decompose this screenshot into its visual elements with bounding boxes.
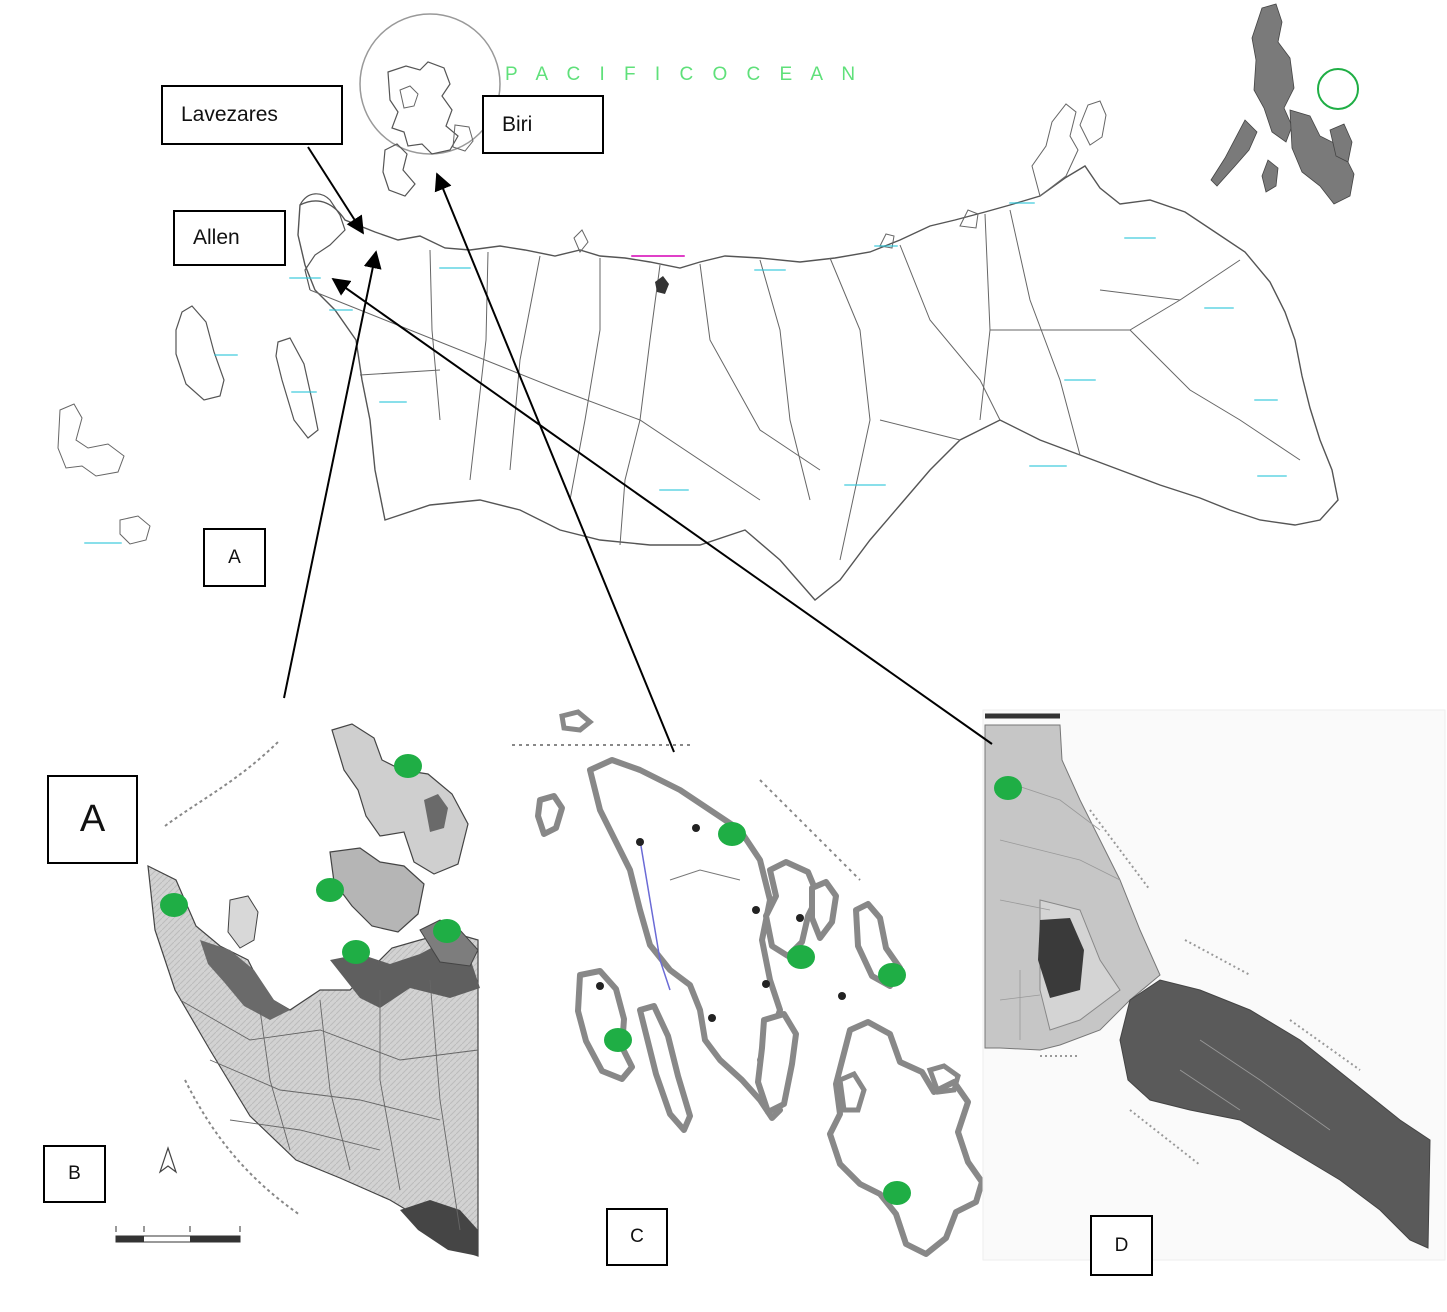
panel-b-dark-corner (400, 1200, 478, 1256)
panel-label-a-inset: A (47, 775, 138, 864)
panel-label-d: D (1090, 1215, 1153, 1276)
panel-c-road (669, 869, 741, 881)
site-marker (394, 754, 422, 778)
callout-biri: Biri (482, 95, 604, 154)
panel-label-d-text: D (1114, 1234, 1129, 1256)
biri-highlight-circle (359, 13, 501, 155)
panel-b-coast-dark (200, 940, 290, 1020)
site-marker (718, 822, 746, 846)
dalupiri-island (275, 337, 319, 439)
site-marker (878, 963, 906, 987)
biri-island (382, 143, 416, 197)
biri-island (452, 124, 474, 152)
callout-lavezares-text: Lavezares (181, 103, 278, 126)
callout-allen: Allen (173, 210, 286, 266)
strait-label-mark (164, 739, 281, 827)
palapag-coast (1031, 103, 1079, 197)
capital-marker (655, 276, 669, 294)
capul-island (175, 305, 225, 401)
panel-d-label-marks (1040, 809, 1361, 1166)
panel-c-village-points (596, 824, 846, 1022)
panel-label-a-inset-text: A (79, 798, 106, 840)
panel-c-long-island (637, 1003, 693, 1133)
site-marker (316, 878, 344, 902)
panel-d-dark-block (1038, 918, 1084, 998)
panel-c-map (512, 709, 985, 1257)
arrow-lavezares (307, 146, 364, 235)
panel-label-a-top-text: A (228, 546, 241, 568)
panel-c-small-island (535, 793, 565, 837)
panel-label-b-text: B (68, 1163, 81, 1184)
site-marker (787, 945, 815, 969)
allen-headland (299, 193, 346, 291)
panel-a-main-map: P A C I F I C O C E A N (57, 13, 1339, 601)
small-island (119, 515, 151, 545)
panel-c-site-markers (604, 822, 911, 1205)
panel-c-inner-island (926, 1063, 961, 1095)
ocean-label-mark (759, 779, 861, 881)
panel-c-east-island (809, 879, 839, 941)
biri-island (399, 85, 419, 109)
panel-b-boundaries (179, 979, 479, 1231)
panel-c-island-north (559, 709, 594, 733)
scale-bar (115, 1226, 241, 1243)
site-marker (994, 776, 1022, 800)
panel-c-east-island (755, 1011, 799, 1115)
callout-allen-text: Allen (193, 226, 240, 249)
panel-b-island (227, 895, 259, 949)
arrow-panel-b-to-lavezares (283, 250, 382, 699)
panel-b-map (115, 723, 480, 1257)
laoang-island (1079, 100, 1107, 146)
strait-label-mark (184, 1079, 301, 1216)
panel-b-island (329, 847, 425, 933)
municipal-boundaries (309, 209, 1301, 561)
panel-d-light-region (984, 724, 1161, 1051)
municipality-label-marks (84, 202, 1287, 544)
site-marker (160, 893, 188, 917)
leader-arrows (283, 146, 993, 753)
panel-d-map (982, 709, 1446, 1261)
callout-lavezares: Lavezares (161, 85, 343, 145)
panel-label-b: B (43, 1145, 106, 1203)
site-marker (604, 1028, 632, 1052)
panel-label-c-text: C (630, 1226, 644, 1247)
biri-island (387, 61, 459, 155)
panel-b-island-dark (424, 794, 448, 832)
site-marker (433, 919, 461, 943)
northern-samar-inset-highlight (1317, 68, 1359, 110)
site-marker (883, 1181, 911, 1205)
ocean-label: P A C I F I C O C E A N (505, 64, 862, 85)
panel-c-inner-island (837, 1070, 867, 1113)
arrow-panel-c-to-biri (434, 172, 675, 753)
panel-label-a-top: A (203, 528, 266, 587)
san-antonio-islands (57, 403, 125, 477)
northern-samar-outline (297, 165, 1339, 601)
panel-b-site-markers (160, 754, 461, 964)
panel-c-east-island (763, 859, 821, 959)
north-arrow-icon (158, 1146, 178, 1174)
panel-c-river (639, 839, 671, 991)
callout-biri-text: Biri (502, 112, 533, 136)
panel-b-land (147, 864, 479, 1257)
coastal-detail (573, 209, 979, 253)
panel-b-island (331, 723, 469, 875)
panel-c-southeast-island (827, 1019, 985, 1257)
site-marker (342, 940, 370, 964)
philippines-inset-map (1210, 3, 1355, 205)
panel-label-c: C (606, 1208, 668, 1266)
panel-d-dark-region (1119, 979, 1431, 1249)
panel-c-west-island (575, 968, 635, 1082)
arrow-panel-d-to-allen (331, 277, 993, 745)
